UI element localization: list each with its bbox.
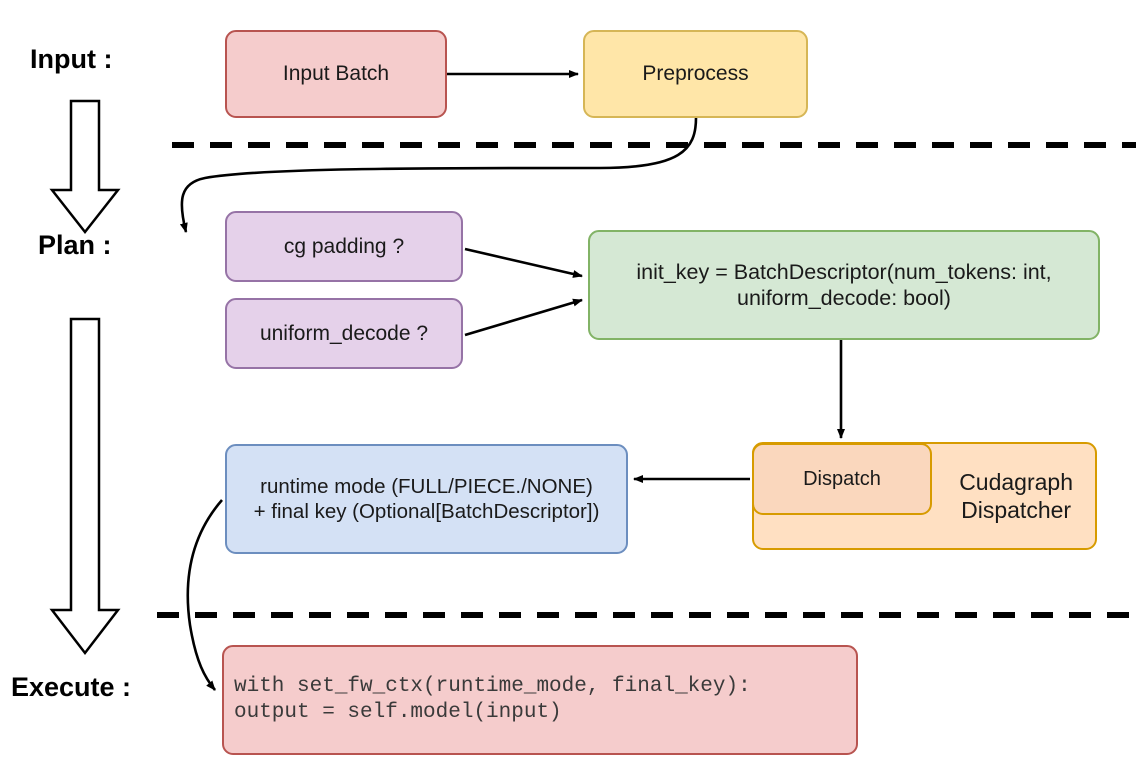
node-init-key[interactable]: init_key = BatchDescriptor(num_tokens: i… [588, 230, 1100, 340]
node-runtime-mode[interactable]: runtime mode (FULL/PIECE./NONE) + final … [225, 444, 628, 554]
stage-label-input: Input : [30, 44, 113, 74]
node-dispatch-label: Dispatch [803, 467, 881, 490]
node-dispatch[interactable]: Dispatch [752, 443, 932, 515]
node-cg-padding-label: cg padding ? [283, 234, 405, 258]
edge-runtime-mode-to-execute-code [186, 499, 223, 691]
input-to-plan-arrow [49, 99, 121, 235]
node-input-batch-label: Input Batch [282, 62, 390, 86]
edge-cg-padding-to-init-key [464, 247, 583, 278]
node-execute-code[interactable]: with set_fw_ctx(runtime_mode, final_key)… [222, 645, 858, 755]
plan-to-execute-arrow [49, 317, 121, 656]
node-uniform-decode[interactable]: uniform_decode ? [225, 298, 463, 369]
stage-label-execute: Execute : [11, 672, 132, 702]
node-execute-code-label: with set_fw_ctx(runtime_mode, final_key)… [234, 675, 751, 724]
node-init-key-label: init_key = BatchDescriptor(num_tokens: i… [636, 259, 1052, 310]
edge-uniform-decode-to-init-key [464, 298, 583, 337]
node-input-batch[interactable]: Input Batch [225, 30, 447, 118]
node-preprocess-label: Preprocess [642, 62, 749, 86]
node-uniform-decode-label: uniform_decode ? [259, 321, 429, 345]
stage-label-plan: Plan : [38, 230, 112, 260]
node-cudagraph-dispatcher-label: Cudagraph Dispatcher [959, 468, 1073, 523]
node-preprocess[interactable]: Preprocess [583, 30, 808, 118]
node-runtime-mode-label: runtime mode (FULL/PIECE./NONE) + final … [253, 475, 600, 523]
node-cg-padding[interactable]: cg padding ? [225, 211, 463, 282]
